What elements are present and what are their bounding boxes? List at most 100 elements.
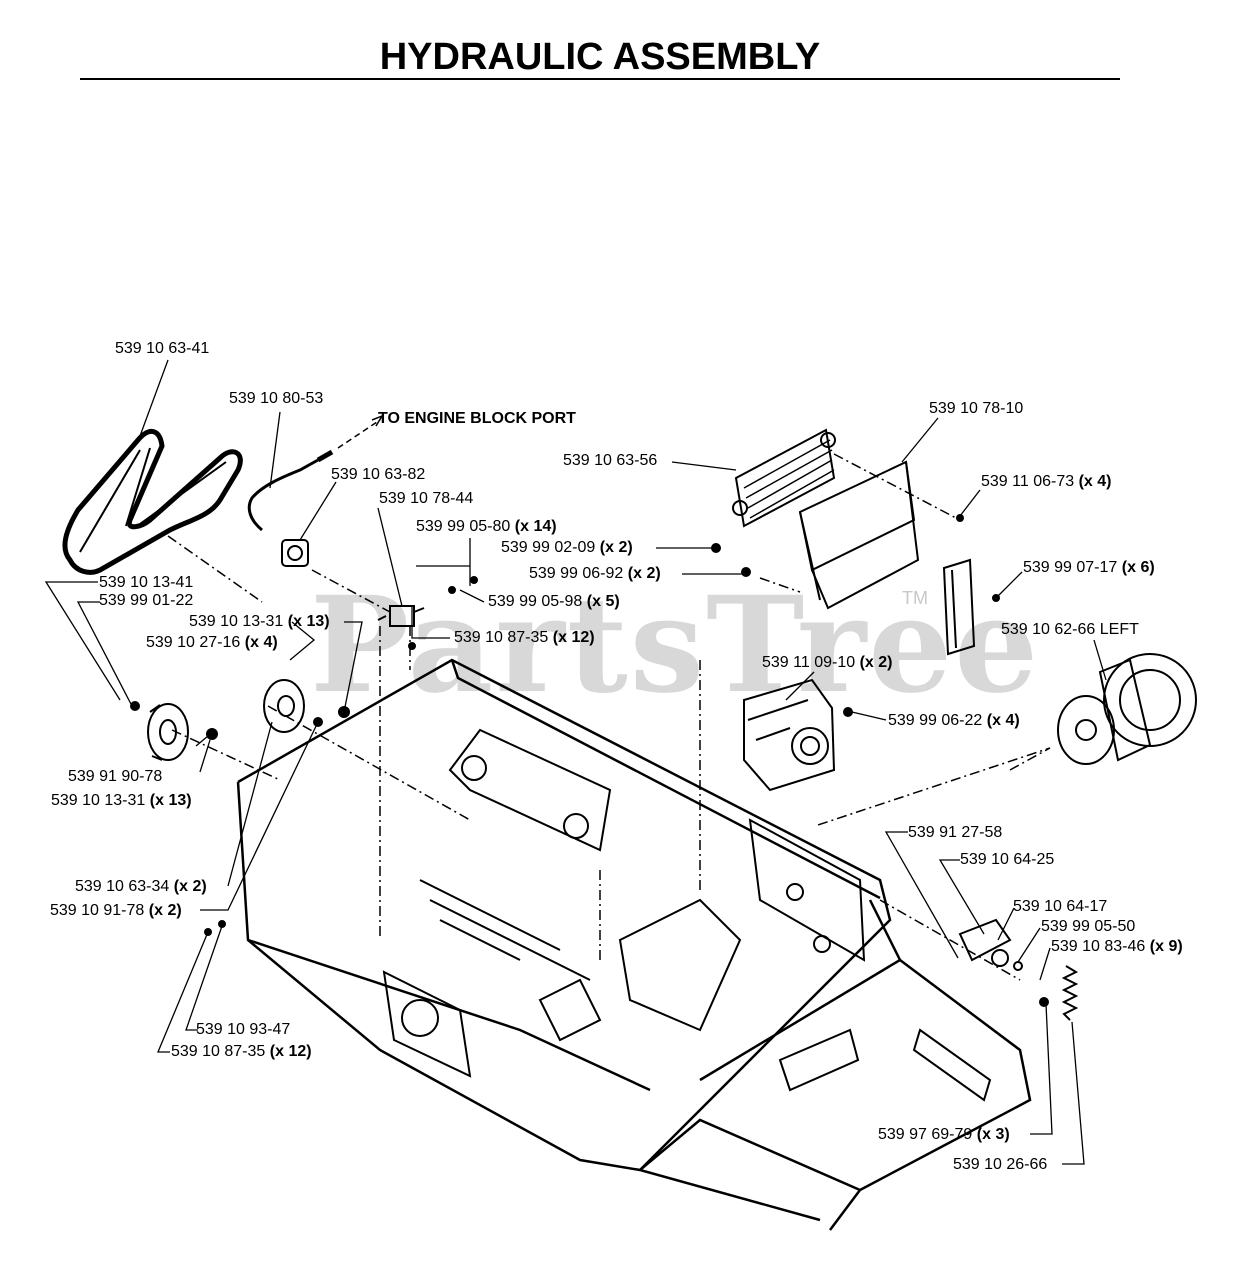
part-number: 539 10 93-47 xyxy=(196,1021,291,1038)
part-label: 539 91 90-78 xyxy=(68,768,162,786)
fitting-drawing xyxy=(281,539,309,567)
part-quantity: (x 13) xyxy=(149,792,192,809)
part-number: 539 10 63-56 xyxy=(563,452,658,469)
part-number: 539 10 91-78 xyxy=(50,902,145,919)
page-title: HYDRAULIC ASSEMBLY xyxy=(379,36,821,78)
part-label: 539 91 27-58 xyxy=(908,824,1002,842)
part-label: 539 97 69-79 (x 3) xyxy=(878,1126,1010,1144)
mount-plate-drawing xyxy=(382,970,472,1078)
part-label: 539 10 93-47 xyxy=(196,1021,290,1039)
leader-lines xyxy=(44,359,1107,1165)
title-rule xyxy=(80,78,1120,80)
watermark-logo: PartsTree xyxy=(310,568,1041,723)
part-number: 539 10 64-25 xyxy=(960,851,1055,868)
idler-arm-drawing xyxy=(958,918,1023,971)
part-label: 539 10 13-31 (x 13) xyxy=(189,613,330,631)
part-label: 539 10 62-66 LEFT xyxy=(1001,621,1139,639)
clutch-pulley-drawing xyxy=(263,679,305,733)
part-label: 539 99 05-98 (x 5) xyxy=(488,593,620,611)
cooler-bracket-drawing xyxy=(798,460,920,610)
part-number: 539 10 27-16 xyxy=(146,634,241,651)
part-label: 539 10 87-35 (x 12) xyxy=(171,1043,312,1061)
part-label: 539 10 91-78 (x 2) xyxy=(50,902,182,920)
part-label: 539 11 09-10 (x 2) xyxy=(762,654,892,672)
frame-crossmember-drawing xyxy=(419,728,742,1042)
part-label: 539 10 87-35 (x 12) xyxy=(454,629,595,647)
part-label: 539 99 07-17 (x 6) xyxy=(1023,559,1155,577)
part-quantity: (x 12) xyxy=(552,629,595,646)
part-number: 539 10 64-17 xyxy=(1013,898,1108,915)
part-number: 539 99 05-98 xyxy=(488,593,583,610)
part-number: 539 10 63-82 xyxy=(331,466,426,483)
watermark-trademark: TM xyxy=(902,588,928,608)
part-quantity: (x 9) xyxy=(1149,938,1183,955)
part-quantity: (x 14) xyxy=(514,518,557,535)
part-number: 539 10 78-10 xyxy=(929,400,1024,417)
strap-drawing xyxy=(942,558,976,656)
part-number: 539 99 06-92 xyxy=(529,565,624,582)
part-number: 539 10 13-31 xyxy=(51,792,146,809)
part-quantity: (x 2) xyxy=(173,878,207,895)
part-number: 539 10 63-41 xyxy=(115,340,210,357)
part-quantity: (x 13) xyxy=(287,613,330,630)
part-number: 539 10 78-44 xyxy=(379,490,474,507)
part-number: 539 91 90-78 xyxy=(68,768,163,785)
part-label: 539 10 26-66 xyxy=(953,1156,1047,1174)
part-number: 539 91 27-58 xyxy=(908,824,1003,841)
part-quantity: (x 2) xyxy=(859,654,893,671)
alignment-lines xyxy=(167,453,1051,981)
part-number: 539 99 05-50 xyxy=(1041,918,1136,935)
part-quantity: (x 2) xyxy=(148,902,182,919)
part-label: 539 99 02-09 (x 2) xyxy=(501,539,633,557)
part-label: 539 99 06-92 (x 2) xyxy=(529,565,661,583)
part-label: 539 10 83-46 (x 9) xyxy=(1051,938,1183,956)
part-number: 539 99 02-09 xyxy=(501,539,596,556)
part-quantity: (x 4) xyxy=(986,712,1020,729)
sensor-cable-drawing xyxy=(247,414,384,532)
hardware-drawing xyxy=(130,514,1049,1007)
spring-drawing xyxy=(1061,965,1079,1021)
part-label: 539 10 63-34 (x 2) xyxy=(75,878,207,896)
part-number: 539 10 63-34 xyxy=(75,878,170,895)
part-quantity: (x 2) xyxy=(599,539,633,556)
part-label: 539 99 06-22 (x 4) xyxy=(888,712,1020,730)
part-label: 539 10 13-31 (x 13) xyxy=(51,792,192,810)
wheel-motor-drawing xyxy=(1057,653,1197,765)
part-label: 539 10 64-17 xyxy=(1013,898,1107,916)
part-quantity: (x 12) xyxy=(269,1043,312,1060)
part-number: 539 97 69-79 xyxy=(878,1126,973,1143)
part-quantity: (x 4) xyxy=(1078,473,1112,490)
part-number: 539 10 13-41 xyxy=(99,574,194,591)
part-number: 539 10 87-35 xyxy=(171,1043,266,1060)
part-number: 539 10 62-66 LEFT xyxy=(1001,621,1139,638)
callout-engine-block-port: TO ENGINE BLOCK PORT xyxy=(378,410,576,427)
part-label: 539 10 64-25 xyxy=(960,851,1054,869)
part-label: 539 99 01-22 xyxy=(99,592,193,610)
part-quantity: (x 6) xyxy=(1121,559,1155,576)
frame-drawing xyxy=(236,658,1032,1231)
rear-panel-drawing xyxy=(748,818,992,1102)
part-quantity: (x 4) xyxy=(244,634,278,651)
part-number: 539 99 01-22 xyxy=(99,592,194,609)
pulley-drawing xyxy=(147,703,189,761)
part-label: 539 99 05-50 xyxy=(1041,918,1135,936)
hydraulic-pump-drawing xyxy=(743,678,836,792)
part-quantity: (x 2) xyxy=(627,565,661,582)
part-number: 539 10 80-53 xyxy=(229,390,324,407)
part-number: 539 11 06-73 xyxy=(981,473,1075,490)
part-quantity: (x 3) xyxy=(976,1126,1010,1143)
part-label: 539 10 27-16 (x 4) xyxy=(146,634,278,652)
oil-cooler-drawing xyxy=(732,428,836,528)
part-number: 539 11 09-10 xyxy=(762,654,856,671)
part-number: 539 10 26-66 xyxy=(953,1156,1048,1173)
part-label: 539 11 06-73 (x 4) xyxy=(981,473,1111,491)
part-quantity: (x 5) xyxy=(586,593,620,610)
part-number: 539 99 05-80 xyxy=(416,518,511,535)
part-label: 539 10 78-44 xyxy=(379,490,473,508)
part-label: 539 10 80-53 xyxy=(229,390,323,408)
part-number: 539 10 87-35 xyxy=(454,629,549,646)
part-label: 539 99 05-80 (x 14) xyxy=(416,518,557,536)
part-label: 539 10 13-41 xyxy=(99,574,193,592)
part-number: 539 99 07-17 xyxy=(1023,559,1118,576)
